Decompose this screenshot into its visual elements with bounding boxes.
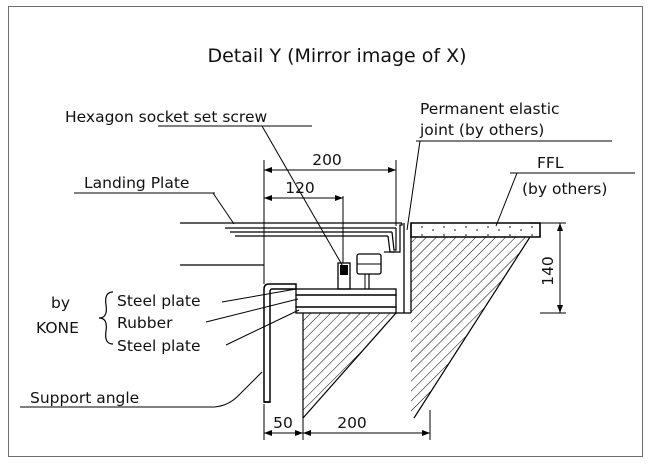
label-elastic-joint-2: joint (by others) — [419, 121, 544, 139]
bearing-plate-stack — [295, 288, 397, 314]
label-support-angle: Support angle — [30, 389, 139, 407]
label-ffl-by-others: (by others) — [522, 180, 607, 198]
label-steel-plate-bottom: Steel plate — [117, 337, 200, 355]
label-ffl: FFL — [537, 154, 564, 172]
elastic-joint — [396, 223, 412, 314]
label-landing-plate: Landing Plate — [84, 174, 189, 192]
label-rubber: Rubber — [117, 314, 173, 332]
label-set-screw: Hexagon socket set screw — [65, 108, 267, 126]
concrete-floor-slab — [410, 222, 541, 419]
dimension-120: 120 — [285, 179, 315, 197]
label-by: by — [51, 294, 70, 312]
label-kone: KONE — [36, 319, 79, 337]
landing-plate — [180, 222, 403, 266]
dimension-140: 140 — [539, 256, 557, 286]
dimension-50: 50 — [273, 414, 293, 432]
support-angle — [263, 283, 297, 403]
label-elastic-joint-1: Permanent elastic — [420, 100, 560, 118]
pit-wall-hatch — [302, 312, 397, 419]
dimension-200-bottom: 200 — [337, 414, 367, 432]
dimension-200-top: 200 — [312, 151, 342, 169]
label-steel-plate-top: Steel plate — [117, 292, 200, 310]
drawing-title: Detail Y (Mirror image of X) — [207, 45, 466, 67]
hexagon-socket-set-screw — [337, 253, 382, 290]
